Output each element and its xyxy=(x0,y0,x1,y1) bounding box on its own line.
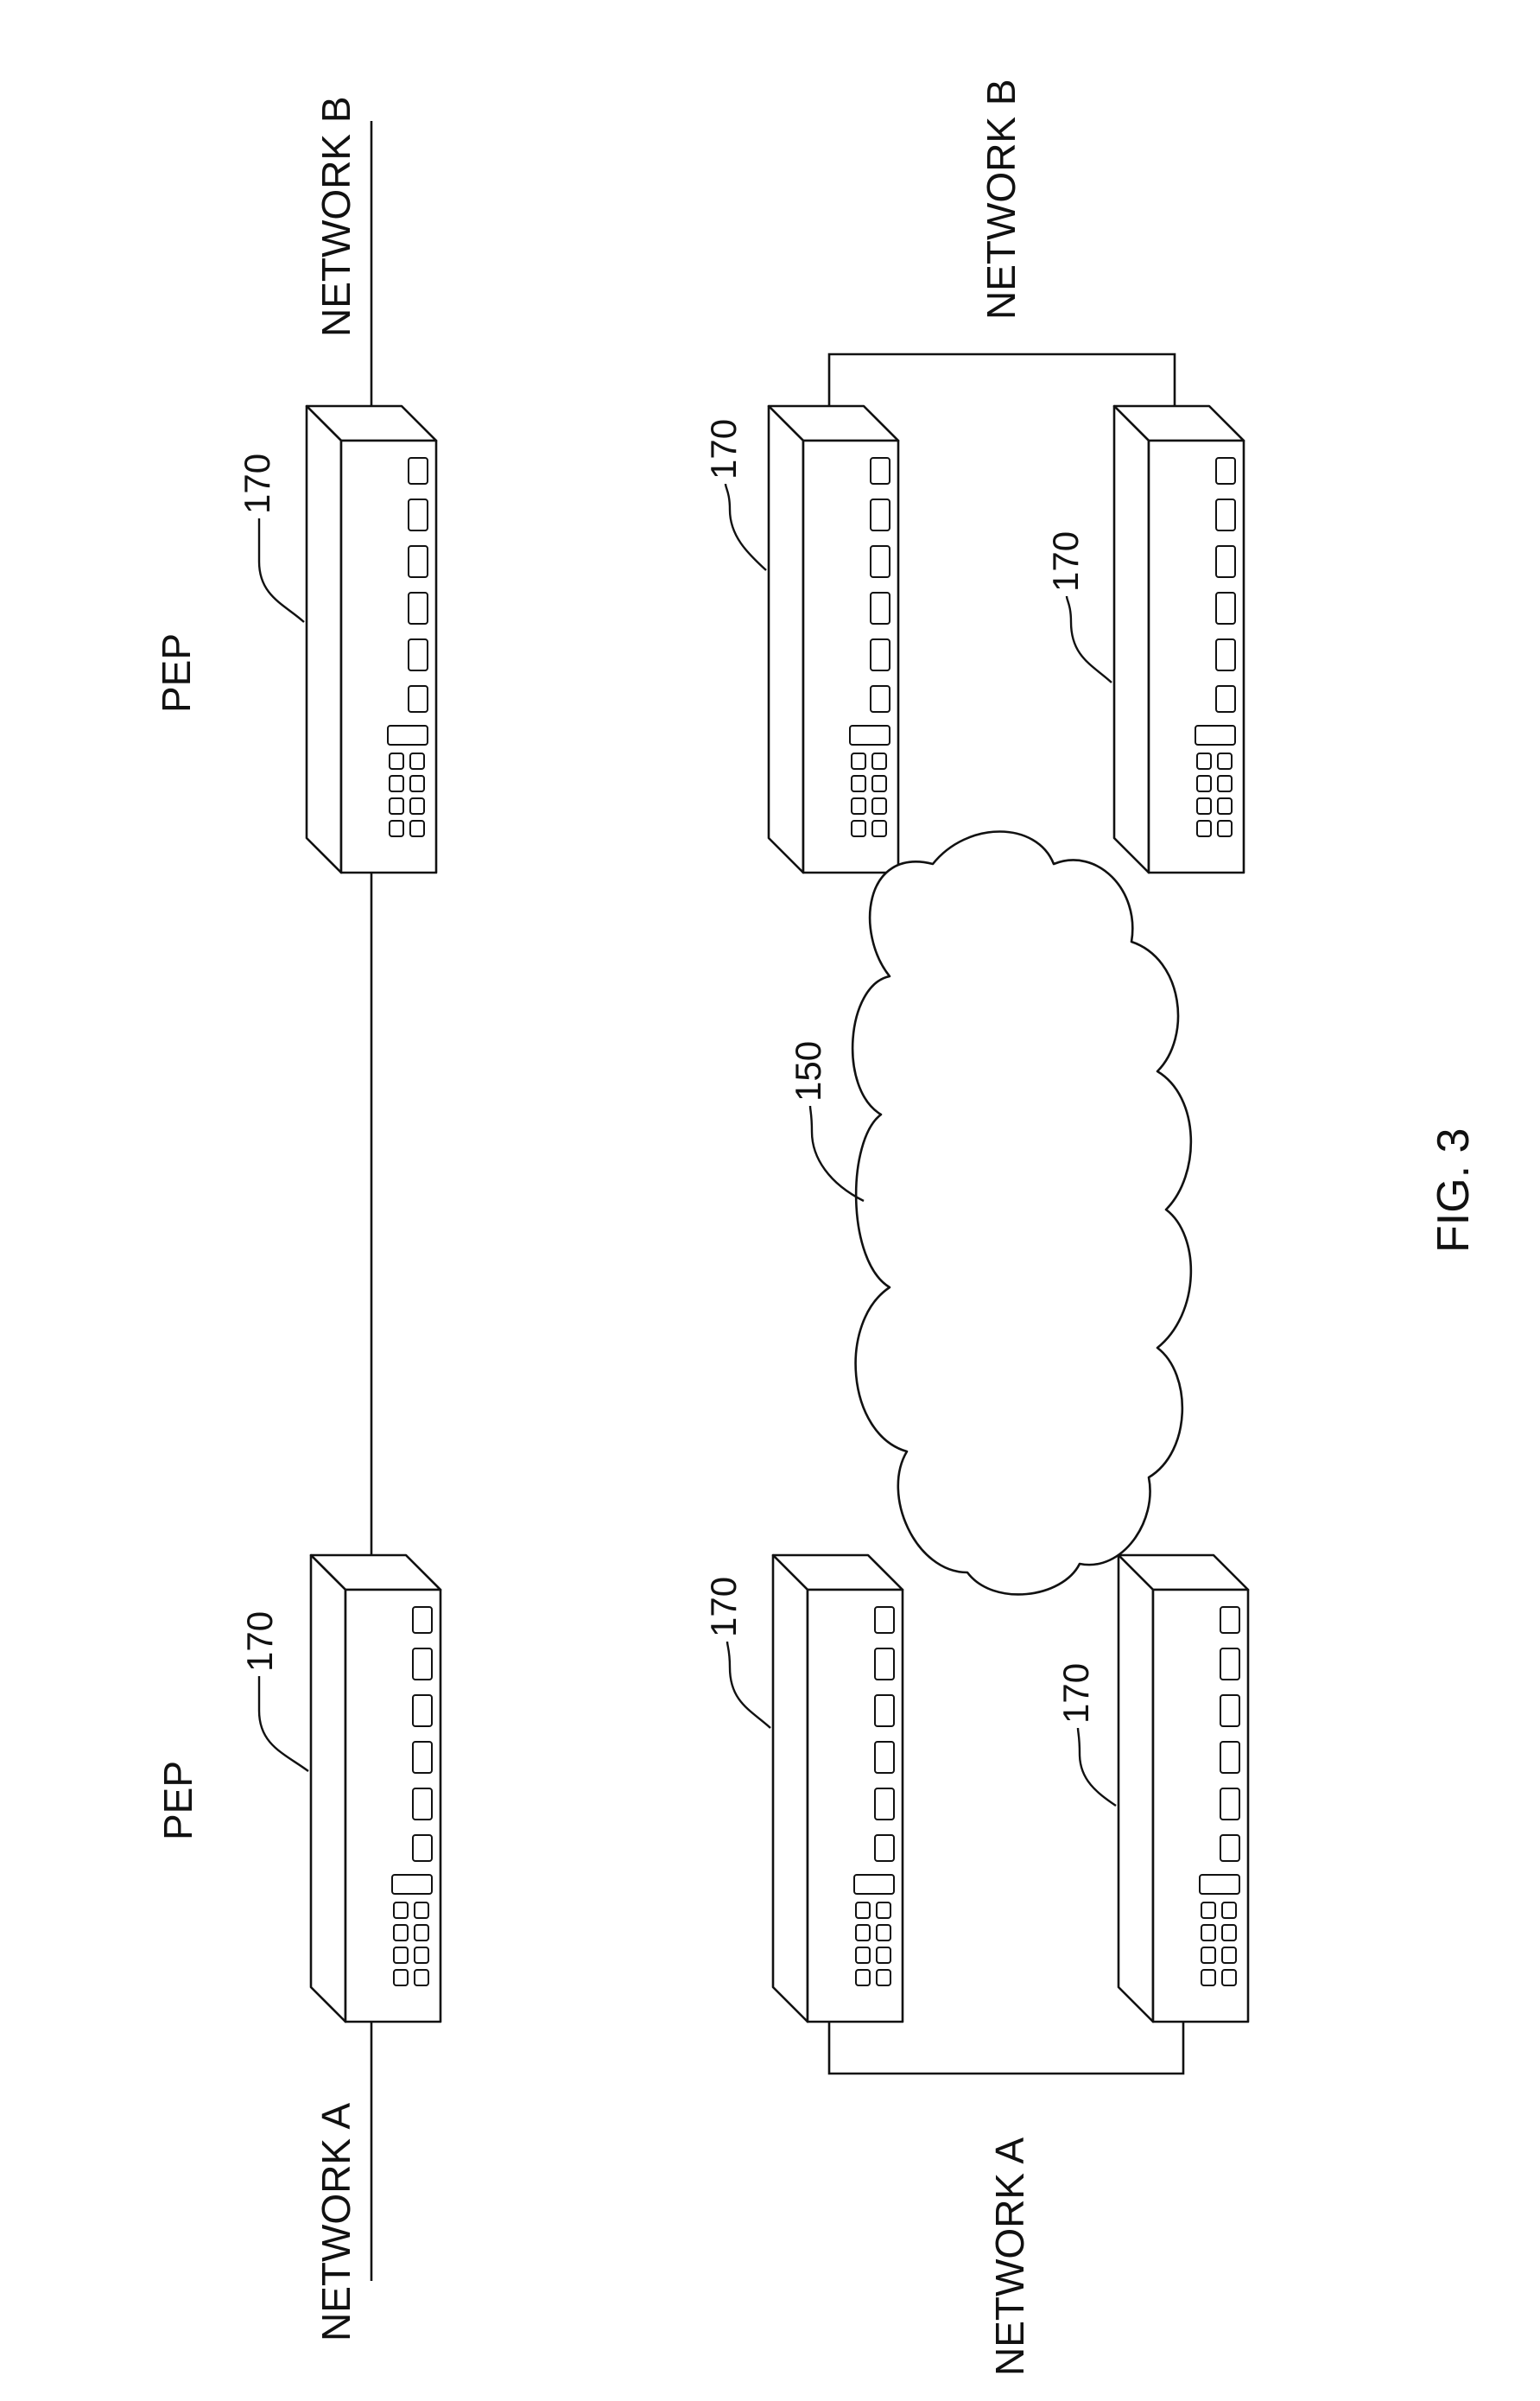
bottom-upper-left-ref-label: 170 xyxy=(703,1577,744,1637)
top-left-pep-label: PEP xyxy=(155,1761,200,1840)
bottom-network-a-label: NETWORK A xyxy=(987,2137,1032,2376)
bottom-network-b-bracket xyxy=(829,354,1175,406)
top-right-ref-leader xyxy=(259,518,304,622)
bottom-lower-right-device xyxy=(1114,406,1244,873)
top-right-ref-label: 170 xyxy=(237,454,277,514)
bottom-lower-right-ref-leader xyxy=(1067,596,1112,683)
top-right-pep-device xyxy=(307,406,436,873)
cloud-ref-label: 150 xyxy=(788,1041,828,1102)
network-cloud xyxy=(852,832,1191,1595)
bottom-upper-right-ref-label: 170 xyxy=(703,419,744,480)
top-network-b-label: NETWORK B xyxy=(314,96,358,337)
top-left-pep-device xyxy=(311,1555,440,2022)
top-network-a-label: NETWORK A xyxy=(314,2103,358,2341)
top-right-pep-label: PEP xyxy=(154,633,199,713)
top-left-ref-leader xyxy=(259,1676,308,1771)
bottom-upper-left-ref-leader xyxy=(727,1642,770,1728)
top-left-ref-label: 170 xyxy=(239,1611,280,1672)
bottom-upper-left-device xyxy=(773,1555,903,2022)
bottom-upper-right-device xyxy=(769,406,898,873)
bottom-upper-right-ref-leader xyxy=(726,484,766,570)
bottom-lower-left-device xyxy=(1119,1555,1248,2022)
figure-label: FIG. 3 xyxy=(1429,1128,1479,1253)
bottom-network-b-label: NETWORK B xyxy=(979,79,1023,320)
bottom-lower-left-ref-leader xyxy=(1078,1728,1116,1806)
bottom-lower-right-ref-label: 170 xyxy=(1045,531,1086,592)
bottom-lower-left-ref-label: 170 xyxy=(1055,1663,1096,1724)
